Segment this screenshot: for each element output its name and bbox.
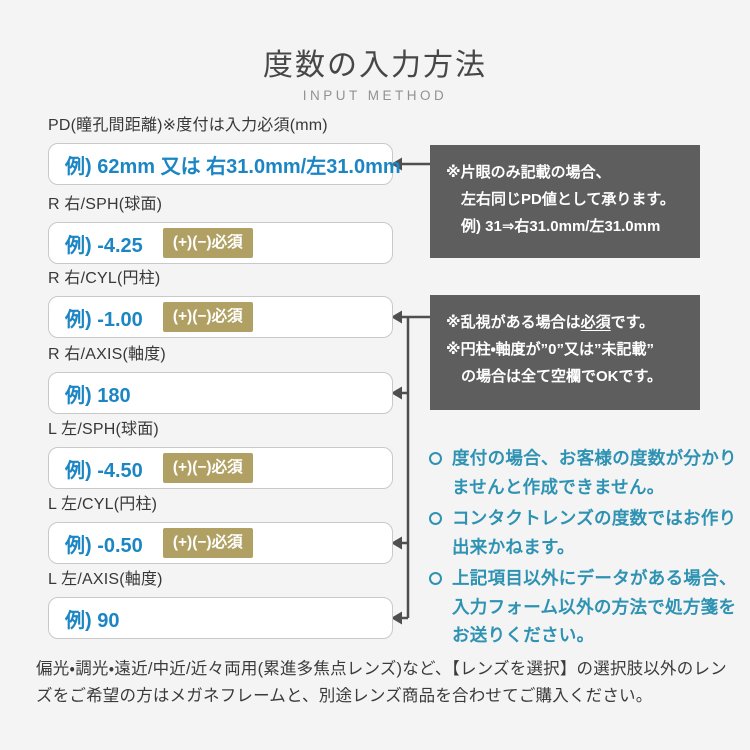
field-r-cyl: R 右/CYL(円柱) 例) -1.00 (+)(−)必須 <box>48 269 393 338</box>
field-label-r-sph: R 右/SPH(球面) <box>48 196 163 213</box>
field-r-axis: R 右/AXIS(軸度) 例) 180 <box>48 345 393 414</box>
callout-pd-note: ※片眼のみ記載の場合、左右同じPD値として承ります。例) 31⇒右31.0mm/… <box>430 145 700 258</box>
field-label-l-axis: L 左/AXIS(軸度) <box>48 571 163 588</box>
notes-list: 度付の場合、お客様の度数が分かりませんと作成できません。コンタクトレンズの度数で… <box>428 444 743 653</box>
field-example-value: 例) 62mm 又は 右31.0mm/左31.0mm <box>65 155 401 178</box>
note-text: コンタクトレンズの度数ではお作り出来かねます。 <box>452 508 737 557</box>
callout-line: ※乱視がある場合は必須です。 <box>446 314 655 331</box>
note-item: コンタクトレンズの度数ではお作り出来かねます。 <box>428 504 743 561</box>
field-input-r-axis[interactable]: 例) 180 <box>48 372 393 414</box>
field-input-l-cyl[interactable]: 例) -0.50 (+)(−)必須 <box>48 522 393 564</box>
field-pd: PD(瞳孔間距離)※度付は入力必須(mm) 例) 62mm 又は 右31.0mm/… <box>48 116 401 185</box>
note-text: 度付の場合、お客様の度数が分かりませんと作成できません。 <box>452 448 737 497</box>
field-l-cyl: L 左/CYL(円柱) 例) -0.50 (+)(−)必須 <box>48 495 393 564</box>
field-example-value: 例) -4.25 <box>65 234 143 257</box>
field-label-r-axis: R 右/AXIS(軸度) <box>48 346 166 363</box>
field-example-value: 例) -1.00 <box>65 308 143 331</box>
page-title: 度数の入力方法 <box>263 49 487 82</box>
field-input-l-sph[interactable]: 例) -4.50 (+)(−)必須 <box>48 447 393 489</box>
field-label-pd: PD(瞳孔間距離)※度付は入力必須(mm) <box>48 117 328 134</box>
field-input-r-sph[interactable]: 例) -4.25 (+)(−)必須 <box>48 222 393 264</box>
field-example-value: 例) 180 <box>65 384 131 407</box>
callout-line: ※円柱・軸度が”0”又は”未記載” <box>446 341 655 358</box>
callout-line: 例) 31⇒右31.0mm/左31.0mm <box>461 218 661 235</box>
field-example-value: 例) -0.50 <box>65 534 143 557</box>
arrow-line-cyl-axis <box>401 315 430 620</box>
required-sign-badge: (+)(−)必須 <box>162 527 253 559</box>
field-input-pd[interactable]: 例) 62mm 又は 右31.0mm/左31.0mm <box>48 143 401 185</box>
required-sign-badge: (+)(−)必須 <box>162 301 253 333</box>
field-l-sph: L 左/SPH(球面) 例) -4.50 (+)(−)必須 <box>48 420 393 489</box>
circle-bullet-icon <box>429 572 442 585</box>
callout-line: 左右同じPD値として承ります。 <box>461 191 675 208</box>
note-text: 上記項目以外にデータがある場合、入力フォーム以外の方法で処方箋をお送りください。 <box>452 568 737 645</box>
field-l-axis: L 左/AXIS(軸度) 例) 90 <box>48 570 393 639</box>
page-subtitle: INPUT METHOD <box>302 88 448 103</box>
callout-line: ※片眼のみ記載の場合、 <box>446 164 611 181</box>
field-label-l-sph: L 左/SPH(球面) <box>48 421 159 438</box>
circle-bullet-icon <box>429 512 442 525</box>
field-input-r-cyl[interactable]: 例) -1.00 (+)(−)必須 <box>48 296 393 338</box>
footer-note: 偏光・調光・遠近/中近/近々両用(累進多焦点レンズ)など、【レンズを選択】の選択… <box>36 660 727 705</box>
note-item: 上記項目以外にデータがある場合、入力フォーム以外の方法で処方箋をお送りください。 <box>428 564 743 650</box>
note-item: 度付の場合、お客様の度数が分かりませんと作成できません。 <box>428 444 743 501</box>
circle-bullet-icon <box>429 452 442 465</box>
callout-line: の場合は全て空欄でOKです。 <box>461 368 663 385</box>
field-input-l-axis[interactable]: 例) 90 <box>48 597 393 639</box>
underlined-word: 必須 <box>580 314 611 331</box>
field-example-value: 例) -4.50 <box>65 459 143 482</box>
field-label-r-cyl: R 右/CYL(円柱) <box>48 270 161 287</box>
field-label-l-cyl: L 左/CYL(円柱) <box>48 496 158 513</box>
field-example-value: 例) 90 <box>65 609 120 632</box>
callout-cyl-axis-note: ※乱視がある場合は必須です。 ※円柱・軸度が”0”又は”未記載” の場合は全て空欄で… <box>430 295 700 410</box>
required-sign-badge: (+)(−)必須 <box>162 452 253 484</box>
field-r-sph: R 右/SPH(球面) 例) -4.25 (+)(−)必須 <box>48 195 393 264</box>
required-sign-badge: (+)(−)必須 <box>162 227 253 259</box>
